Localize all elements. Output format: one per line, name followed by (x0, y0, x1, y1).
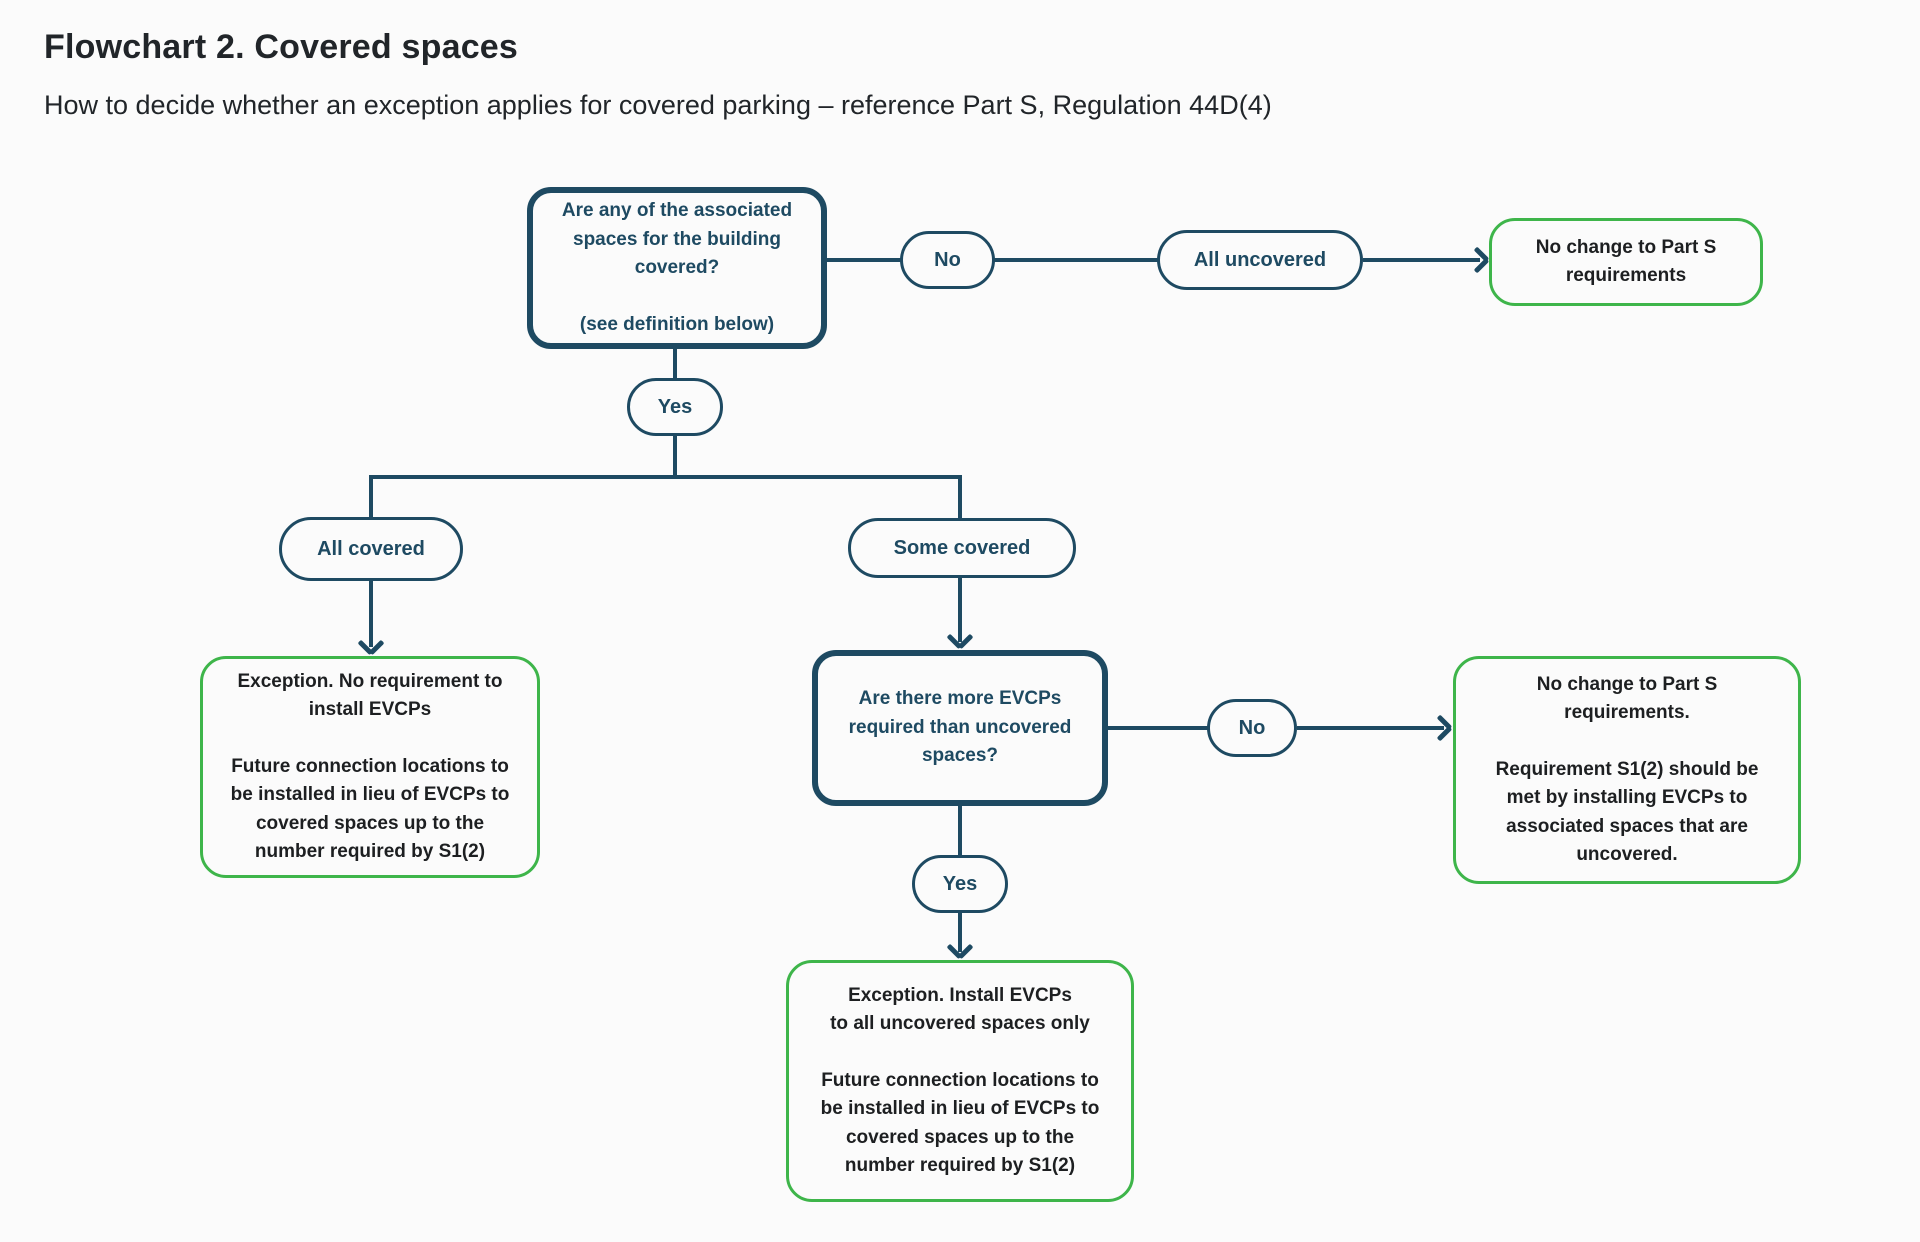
pill-all-covered: All covered (279, 517, 463, 581)
pill-some-covered: Some covered (848, 518, 1076, 578)
pill-label: Yes (942, 873, 978, 895)
outcome-exception-no-evcp: Exception. No requirement to install EVC… (200, 656, 540, 878)
decision-associated-spaces-covered: Are any of the associated spaces for the… (527, 187, 827, 349)
outcome-text: No change to Part S requirements (1535, 236, 1717, 287)
pill-no-mid: No (1207, 699, 1297, 757)
connector-branch-left-drop (369, 475, 373, 519)
connector-branch-right-drop (958, 475, 962, 520)
arrowhead-down-icon (947, 935, 973, 961)
connector-some-covered-to-decision (958, 578, 962, 642)
connector-yes-to-bottom-outcome (958, 913, 962, 952)
pill-label: All covered (317, 538, 425, 560)
decision-question-text: Are any of the associated spaces for the… (561, 200, 793, 278)
decision-question-text: Are there more EVCPs required than uncov… (848, 688, 1072, 767)
connector-all-uncovered-to-outcome (1363, 258, 1480, 262)
outcome-text: Exception. Install EVCPs to all uncovere… (830, 984, 1090, 1035)
connector-no-to-right-outcome (1297, 726, 1444, 730)
pill-yes-top: Yes (627, 378, 723, 436)
connector-top-box-to-no (825, 258, 902, 262)
connector-top-box-to-yes (673, 347, 677, 378)
connector-all-covered-to-outcome (369, 581, 373, 647)
pill-no-top: No (900, 231, 995, 289)
arrowhead-down-icon (947, 625, 973, 651)
pill-label: Some covered (893, 537, 1031, 559)
page-title: Flowchart 2. Covered spaces (44, 28, 519, 66)
pill-label: Yes (657, 396, 693, 418)
connector-no-to-all-uncovered (993, 258, 1159, 262)
connector-yes-to-branch (673, 434, 677, 477)
outcome-text: Exception. No requirement to install EVC… (237, 670, 503, 721)
arrowhead-right-icon (1428, 715, 1454, 741)
arrowhead-right-icon (1465, 247, 1491, 273)
pill-all-uncovered: All uncovered (1157, 230, 1363, 290)
pill-yes-mid: Yes (912, 855, 1008, 913)
page-subtitle: How to decide whether an exception appli… (44, 90, 1272, 120)
pill-label: All uncovered (1193, 249, 1327, 271)
outcome-text: Future connection locations to be instal… (230, 755, 510, 863)
decision-note-text: (see definition below) (579, 313, 775, 335)
outcome-text: No change to Part S requirements. (1536, 673, 1718, 724)
outcome-no-change-mid: No change to Part S requirements. Requir… (1453, 656, 1801, 884)
arrowhead-down-icon (358, 631, 384, 657)
outcome-exception-install: Exception. Install EVCPs to all uncovere… (786, 960, 1134, 1202)
connector-branch-horizontal (369, 475, 962, 479)
decision-more-evcps-than-uncovered: Are there more EVCPs required than uncov… (812, 650, 1108, 806)
outcome-no-change-top: No change to Part S requirements (1489, 218, 1763, 306)
connector-mid-box-to-no (1106, 726, 1209, 730)
pill-label: No (934, 249, 961, 271)
connector-mid-box-to-yes (958, 806, 962, 855)
pill-label: No (1238, 717, 1266, 739)
outcome-text: Requirement S1(2) should be met by insta… (1495, 758, 1759, 866)
outcome-text: Future connection locations to be instal… (820, 1069, 1100, 1177)
